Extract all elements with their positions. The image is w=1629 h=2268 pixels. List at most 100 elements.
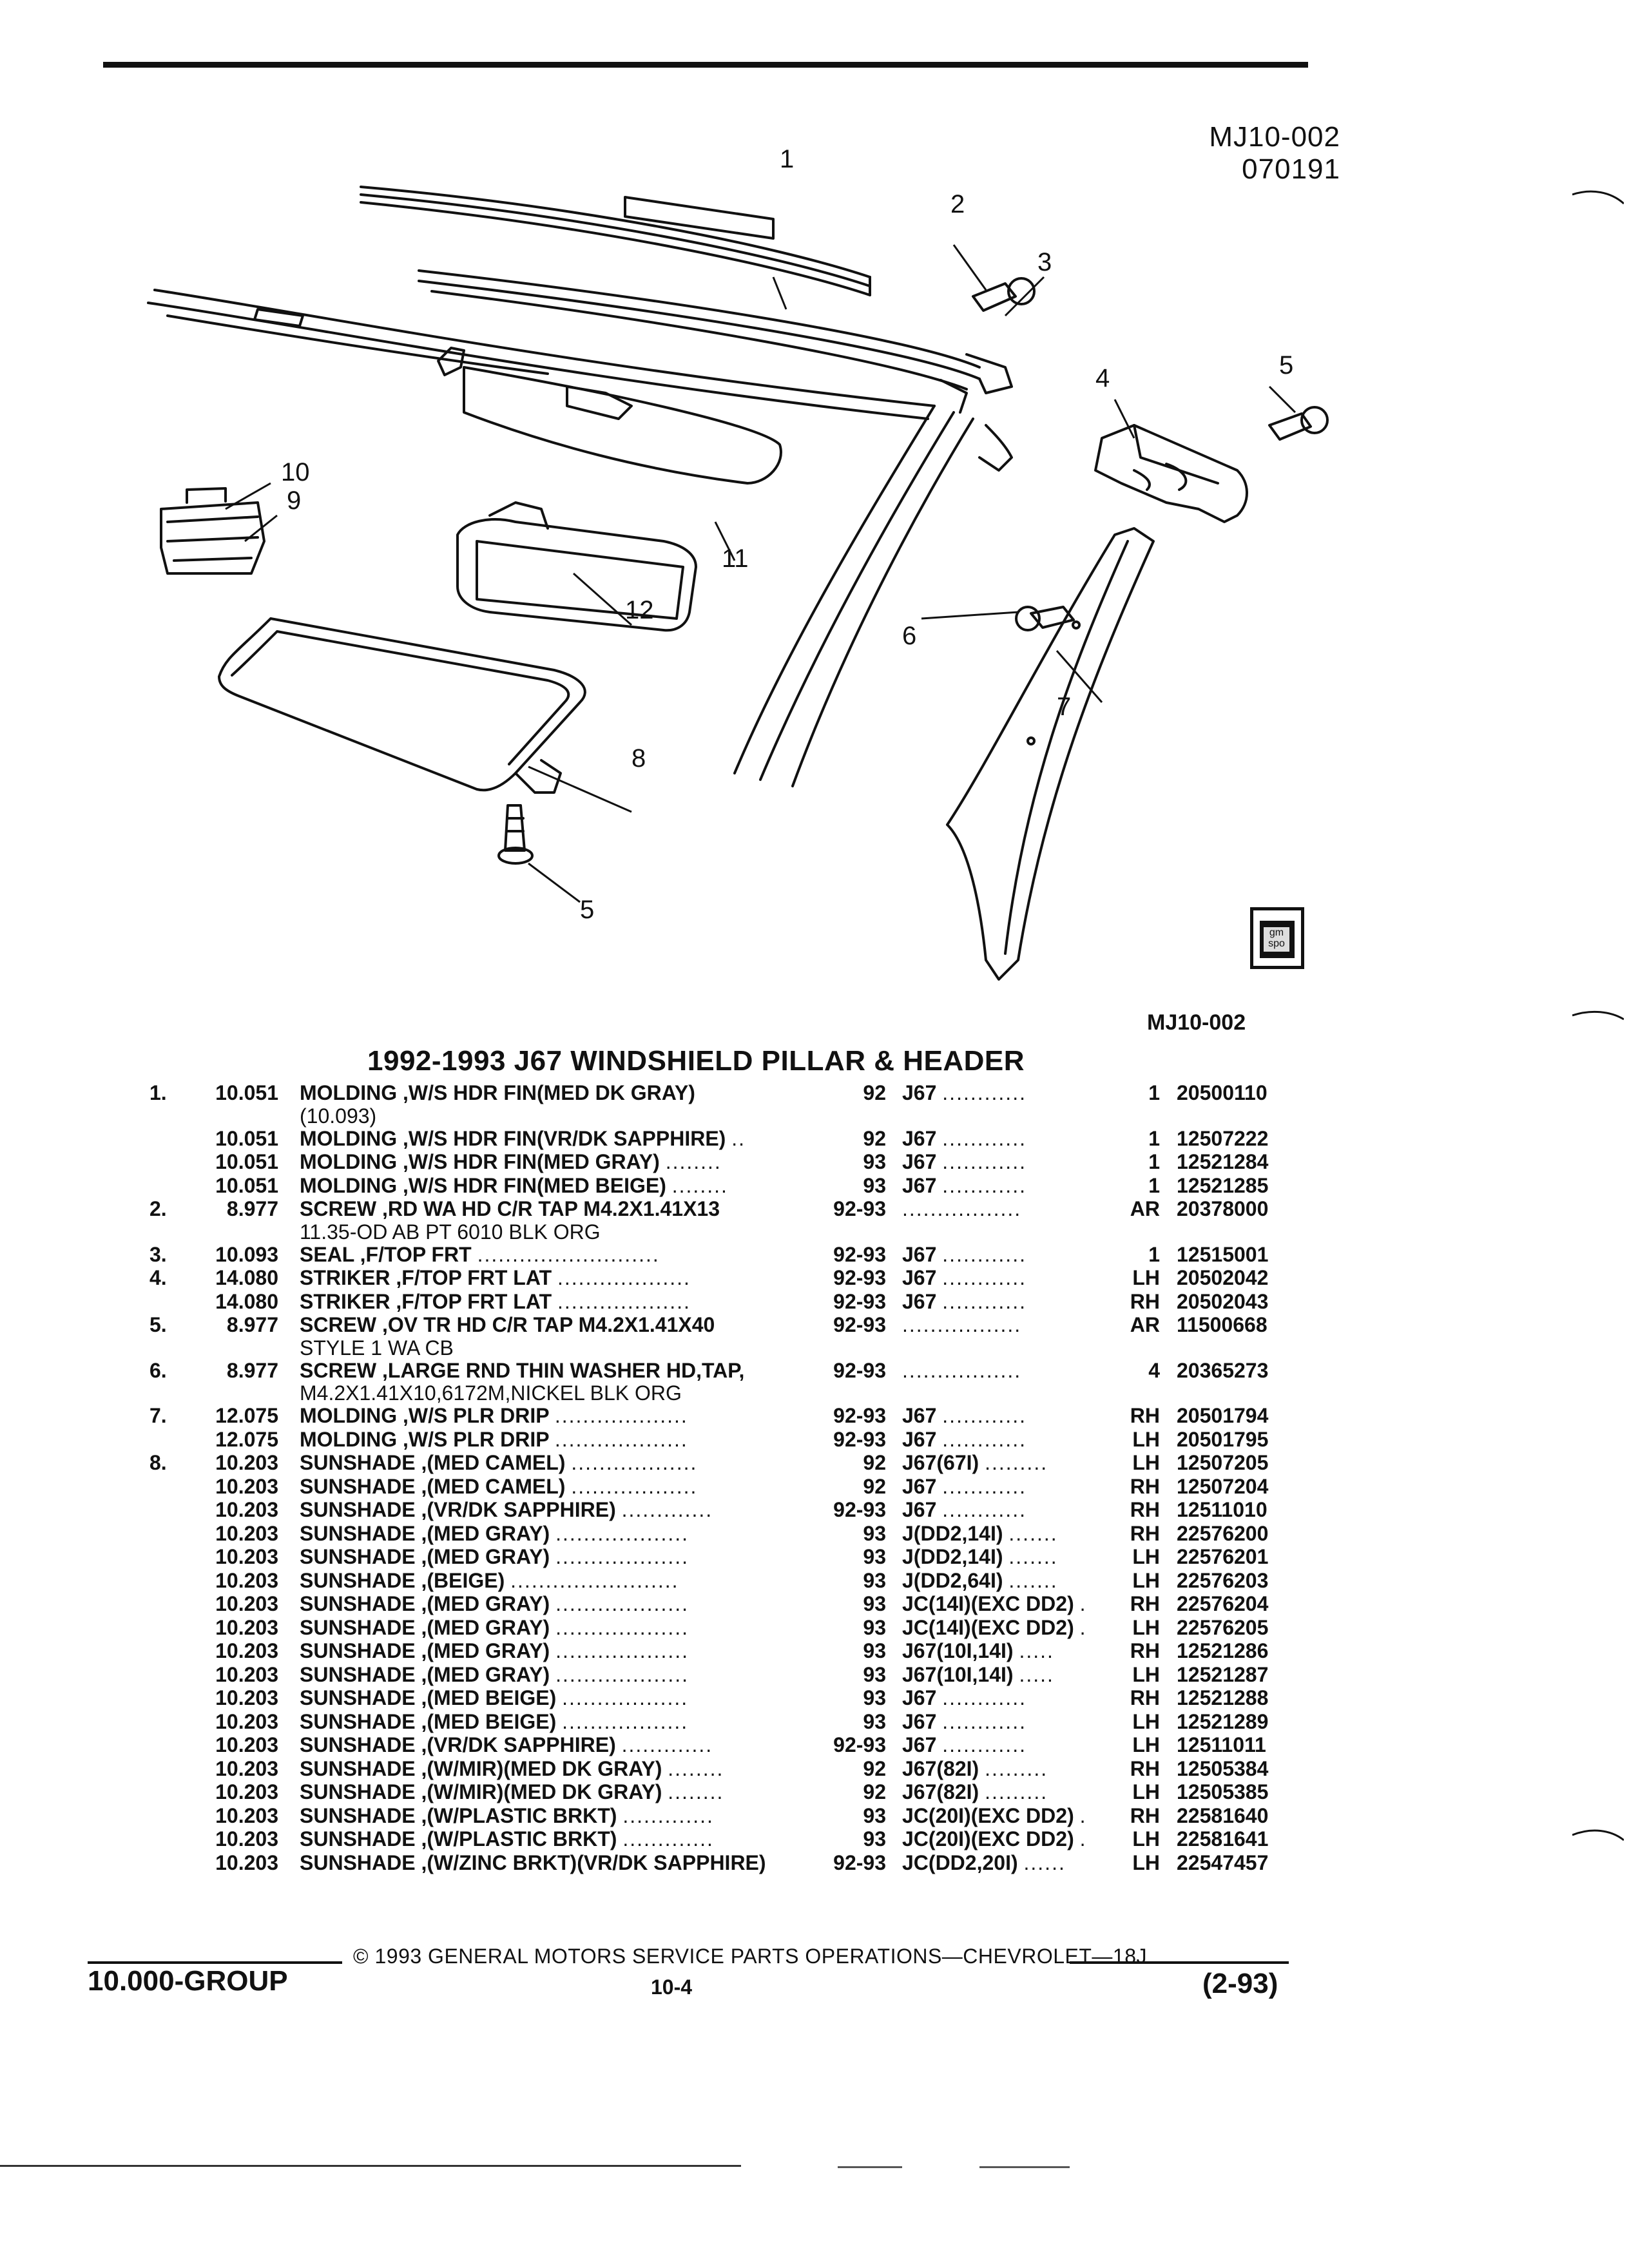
row-group-number: 10.203: [215, 1733, 278, 1756]
row-quantity: 1: [1148, 1126, 1160, 1150]
row-description-leader: ........: [671, 1173, 728, 1197]
row-group-number: 10.051: [215, 1150, 278, 1173]
row-part-number: 22581640: [1177, 1803, 1269, 1827]
row-application-leader: ............: [942, 1474, 1027, 1498]
row-description-leader: .............: [621, 1733, 713, 1756]
table-row-continuation: (10.093): [0, 1105, 1629, 1127]
callout-12: 12: [625, 596, 654, 624]
row-application: JC(20I)(EXC DD2): [902, 1827, 1074, 1850]
row-model-year: 92-93: [833, 1733, 886, 1756]
row-application: J67(10I,14I): [902, 1639, 1014, 1662]
row-quantity: LH: [1132, 1615, 1160, 1639]
row-description: SUNSHADE ,(VR/DK SAPPHIRE): [300, 1498, 616, 1521]
callout-2: 2: [950, 190, 965, 218]
row-quantity: RH: [1130, 1498, 1160, 1521]
row-quantity: AR: [1130, 1313, 1160, 1336]
row-quantity: 1: [1148, 1173, 1160, 1197]
row-group-number: 10.203: [215, 1592, 278, 1615]
row-description: SCREW ,OV TR HD C/R TAP M4.2X1.41X40: [300, 1313, 715, 1336]
callout-5: 5: [1279, 351, 1293, 380]
row-part-number: 22576201: [1177, 1545, 1269, 1568]
row-application-leader: ............: [942, 1173, 1027, 1197]
row-application: J67: [902, 1289, 937, 1313]
callout-7: 7: [1057, 693, 1071, 721]
row-part-number: 12515001: [1177, 1242, 1269, 1266]
row-key-number: 8.: [149, 1451, 167, 1474]
row-quantity: LH: [1132, 1545, 1160, 1568]
row-group-number: 10.203: [215, 1568, 278, 1592]
row-application-cell: J67 ............: [902, 1243, 1027, 1266]
row-application-leader: ............: [942, 1709, 1027, 1733]
row-quantity: LH: [1132, 1662, 1160, 1686]
row-key-number: 2.: [149, 1197, 167, 1220]
row-model-year: 92-93: [833, 1498, 886, 1521]
row-model-year: 93: [863, 1662, 886, 1686]
row-group-number: 14.080: [215, 1266, 278, 1289]
row-description: MOLDING ,W/S PLR DRIP: [300, 1404, 549, 1427]
row-group-number: 10.051: [215, 1126, 278, 1150]
row-description: SUNSHADE ,(MED BEIGE): [300, 1686, 557, 1709]
row-application-leader: ............: [942, 1289, 1027, 1313]
row-description: SUNSHADE ,(BEIGE): [300, 1568, 505, 1592]
row-quantity: 1: [1148, 1150, 1160, 1173]
row-description: MOLDING ,W/S HDR FIN(MED DK GRAY): [300, 1081, 695, 1104]
row-description-continued: 11.35-OD AB PT 6010 BLK ORG: [300, 1220, 601, 1244]
row-model-year: 92: [863, 1474, 886, 1498]
row-description-cell: SUNSHADE ,(MED GRAY) ...................: [300, 1545, 689, 1568]
row-group-number: 10.203: [215, 1709, 278, 1733]
row-model-year: 93: [863, 1709, 886, 1733]
row-description: SCREW ,LARGE RND THIN WASHER HD,TAP,: [300, 1358, 745, 1382]
row-part-number: 12521285: [1177, 1173, 1269, 1197]
row-model-year: 92-93: [833, 1313, 886, 1336]
callout-9: 9: [287, 486, 301, 515]
row-description-leader: ..................: [562, 1709, 689, 1733]
edge-mark: [1572, 190, 1624, 205]
row-application: J67: [902, 1126, 937, 1150]
row-application-leader: .........: [985, 1451, 1048, 1474]
row-application-leader: ............: [942, 1266, 1027, 1289]
row-description-cell: SUNSHADE ,(W/PLASTIC BRKT) .............: [300, 1804, 714, 1827]
row-group-number: 10.051: [215, 1081, 278, 1104]
row-description-cell: SUNSHADE ,(VR/DK SAPPHIRE) .............: [300, 1498, 713, 1521]
row-part-number: 12505384: [1177, 1756, 1269, 1780]
table-row-continuation: 11.35-OD AB PT 6010 BLK ORG: [0, 1221, 1629, 1243]
row-description-continued: (10.093): [300, 1104, 377, 1128]
row-group-number: 10.203: [215, 1756, 278, 1780]
row-description-cell: SUNSHADE ,(BEIGE) ......................…: [300, 1569, 679, 1592]
row-application-cell: J67 ............: [902, 1498, 1027, 1521]
row-quantity: LH: [1132, 1451, 1160, 1474]
row-description-leader: .............: [621, 1498, 713, 1521]
row-description-leader: .............: [622, 1827, 714, 1850]
row-application-leader: ......: [1023, 1850, 1066, 1874]
row-model-year: 93: [863, 1592, 886, 1615]
row-group-number: 10.203: [215, 1451, 278, 1474]
bottom-rule-fragment: [979, 2166, 1070, 2168]
row-application: J67: [902, 1474, 937, 1498]
row-quantity: RH: [1130, 1803, 1160, 1827]
row-application-cell: .................: [902, 1197, 1021, 1220]
row-group-number: 10.203: [215, 1545, 278, 1568]
row-description-leader: ...................: [554, 1427, 688, 1451]
gm-spo-logo-text: gm spo: [1264, 927, 1289, 952]
callout-11: 11: [722, 544, 749, 573]
row-application: J67: [902, 1242, 937, 1266]
row-part-number: 12511011: [1177, 1733, 1266, 1756]
row-application-cell: J(DD2,14I) .......: [902, 1545, 1058, 1568]
row-description-cell: SUNSHADE ,(MED CAMEL) ..................: [300, 1451, 697, 1474]
row-model-year: 92: [863, 1126, 886, 1150]
row-description-leader: ..................: [562, 1686, 689, 1709]
row-application-leader: .................: [902, 1197, 1022, 1220]
